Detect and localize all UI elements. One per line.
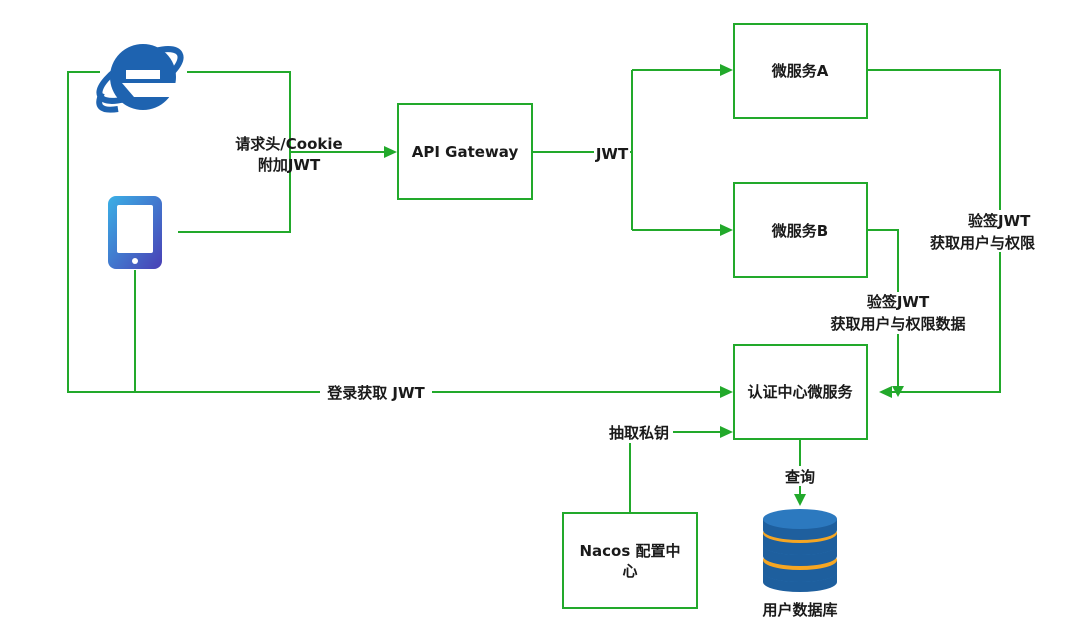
arrowhead-db — [794, 494, 806, 506]
verify-b-label-line1: 验签JWT — [867, 293, 930, 311]
login-label: 登录获取 JWT — [326, 384, 425, 402]
service-a-box — [733, 23, 868, 119]
edge-browser-to-gateway — [187, 71, 291, 152]
arrowhead-auth-from-a — [879, 386, 892, 398]
edge-browser-login — [67, 71, 722, 393]
service-a-label: 微服务A — [771, 62, 829, 80]
user-db-label: 用户数据库 — [762, 601, 837, 619]
arrowhead-auth-from-b — [892, 386, 904, 397]
gateway-jwt-label: JWT — [595, 145, 629, 163]
query-label: 查询 — [785, 468, 815, 486]
edge-tablet-to-gateway — [178, 152, 291, 233]
client-header-label-line1: 请求头/Cookie — [235, 135, 342, 153]
auth-service-box — [733, 344, 868, 440]
database-icon — [763, 509, 837, 592]
nacos-label-line1: Nacos 配置中 — [579, 542, 680, 560]
nacos-box — [562, 512, 698, 609]
edge-service-b-to-auth — [867, 229, 899, 392]
arrowhead-auth-login — [720, 386, 733, 398]
service-b-box — [733, 182, 868, 278]
nacos-label-line2: 心 — [622, 562, 637, 580]
arrowhead-service-a — [720, 64, 733, 76]
verify-a-label-line1: 验签JWT — [968, 212, 1031, 230]
arrowheads — [384, 64, 904, 506]
arrowhead-service-b — [720, 224, 733, 236]
api-gateway-label: API Gateway — [412, 143, 519, 161]
client-header-label-line2: 附加JWT — [258, 156, 321, 174]
tablet-icon — [108, 196, 162, 269]
service-b-label: 微服务B — [771, 222, 828, 240]
verify-a-label-line2: 获取用户与权限 — [930, 234, 1035, 252]
arrowhead-auth-from-nacos — [720, 426, 733, 438]
auth-service-label: 认证中心微服务 — [747, 383, 853, 401]
verify-b-label-line2: 获取用户与权限数据 — [830, 315, 965, 333]
api-gateway-box — [397, 103, 533, 200]
fetch-key-label: 抽取私钥 — [609, 424, 669, 442]
connectors — [67, 69, 1001, 513]
arrowhead-gateway — [384, 146, 397, 158]
internet-explorer-icon — [96, 44, 184, 113]
edge-nacos-to-auth — [629, 431, 722, 513]
